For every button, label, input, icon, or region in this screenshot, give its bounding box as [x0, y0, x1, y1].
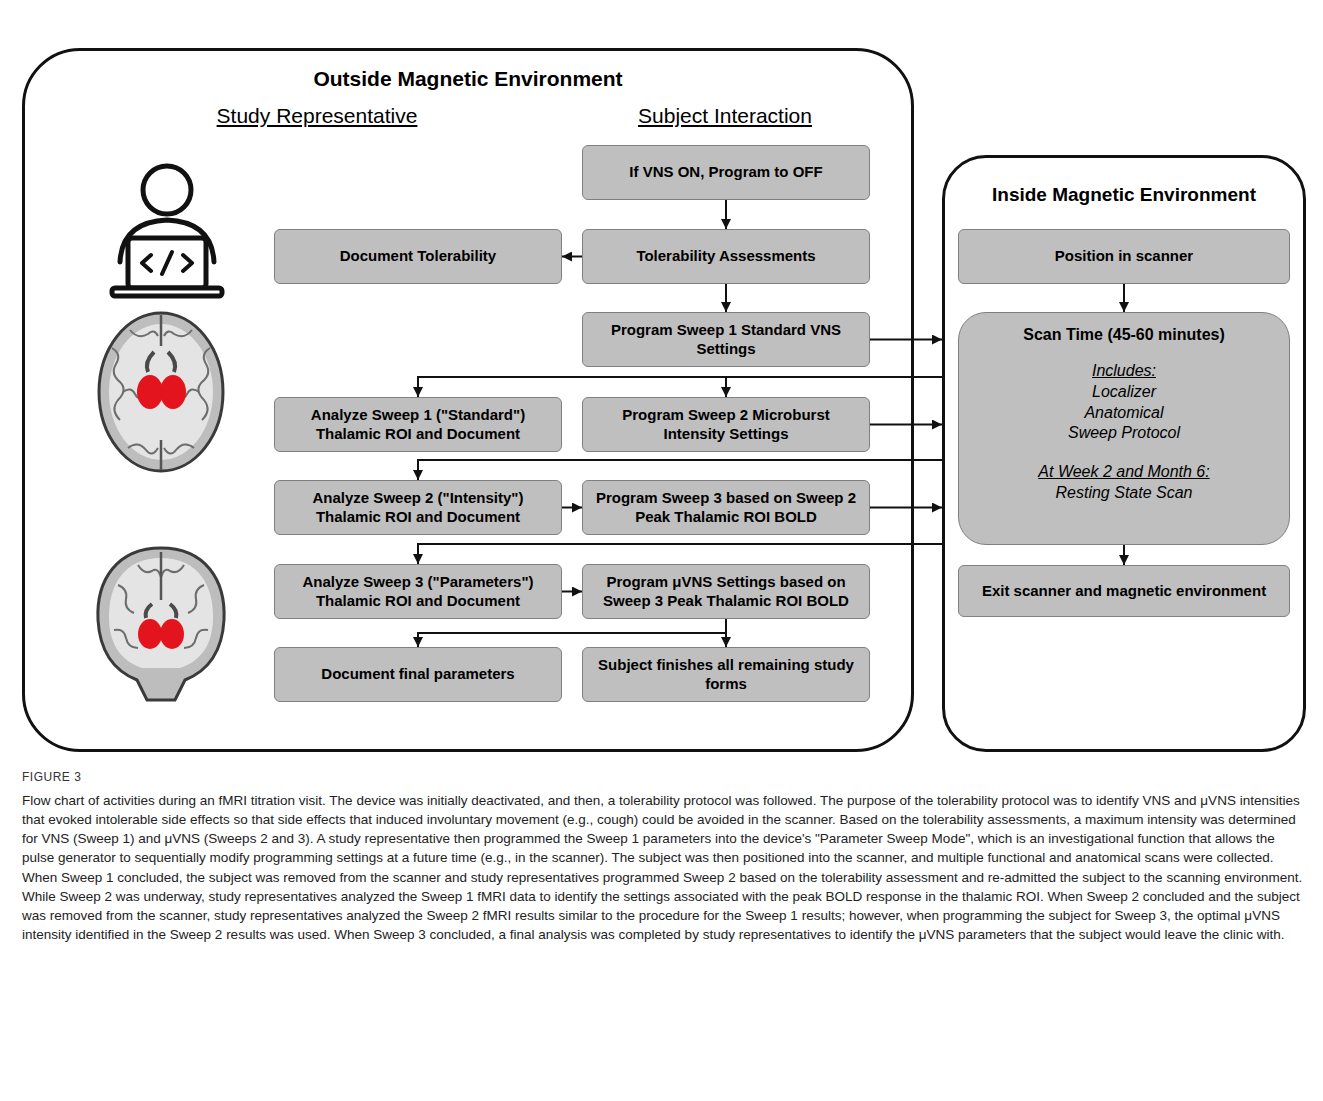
process-box: Analyze Sweep 1 ("Standard") Thalamic RO… [274, 397, 562, 452]
flow-arrow [418, 619, 726, 647]
process-box: Analyze Sweep 2 ("Intensity") Thalamic R… [274, 480, 562, 535]
process-box: Program Sweep 3 based on Sweep 2 Peak Th… [582, 480, 870, 535]
process-box: Exit scanner and magnetic environment [958, 565, 1290, 617]
box-text: At Week 2 and Month 6: [1038, 462, 1209, 483]
flow-arrow [726, 377, 942, 397]
scan-box: Scan Time (45-60 minutes) Includes:Locali… [958, 312, 1290, 545]
box-text: Anatomical [1084, 403, 1163, 424]
person-laptop-icon [112, 166, 222, 296]
box-text: Sweep Protocol [1068, 423, 1180, 444]
flow-arrow [562, 591, 582, 593]
process-box: Document Tolerability [274, 229, 562, 284]
box-text: Document final parameters [321, 665, 514, 684]
brain-coronal-image [98, 548, 224, 700]
flow-arrow [1123, 284, 1125, 312]
process-box: Program Sweep 1 Standard VNS Settings [582, 312, 870, 367]
box-text: Analyze Sweep 3 ("Parameters") Thalamic … [283, 573, 553, 611]
region-title: Outside Magnetic Environment [25, 67, 911, 91]
box-text: Position in scanner [1055, 247, 1193, 266]
flow-arrow [562, 256, 582, 258]
flow-arrow [418, 377, 942, 397]
column-heading: Study Representative [217, 104, 418, 128]
box-text: Analyze Sweep 2 ("Intensity") Thalamic R… [283, 489, 553, 527]
box-text: Program Sweep 1 Standard VNS Settings [591, 321, 861, 359]
flow-arrow [418, 544, 942, 564]
box-text: Scan Time (45-60 minutes) [1023, 325, 1225, 345]
process-box: Position in scanner [958, 229, 1290, 284]
box-text: Subject finishes all remaining study for… [591, 656, 861, 694]
flow-arrow [1123, 545, 1125, 565]
process-box: Program μVNS Settings based on Sweep 3 P… [582, 564, 870, 619]
flow-arrow [870, 424, 942, 426]
process-box: If VNS ON, Program to OFF [582, 145, 870, 200]
figure-caption: Flow chart of activities during an fMRI … [22, 791, 1304, 944]
region-title: Inside Magnetic Environment [945, 184, 1303, 206]
box-text: Document Tolerability [340, 247, 496, 266]
flow-arrow [725, 619, 727, 647]
box-text: Program Sweep 2 Microburst Intensity Set… [591, 406, 861, 444]
flow-arrow [870, 339, 942, 341]
box-text: Program μVNS Settings based on Sweep 3 P… [591, 573, 861, 611]
environment-region: Outside Magnetic Environment If VNS ON, P… [22, 48, 914, 752]
box-text: Includes: [1092, 361, 1156, 382]
flow-arrow [725, 200, 727, 229]
column-heading: Subject Interaction [638, 104, 812, 128]
process-box: Subject finishes all remaining study for… [582, 647, 870, 702]
box-text: Localizer [1092, 382, 1156, 403]
flow-arrow [562, 507, 582, 509]
process-box: Document final parameters [274, 647, 562, 702]
process-box: Tolerability Assessments [582, 229, 870, 284]
flow-arrow [418, 460, 942, 480]
flow-arrow [725, 284, 727, 312]
box-text: Program Sweep 3 based on Sweep 2 Peak Th… [591, 489, 861, 527]
flow-arrow [870, 507, 942, 509]
figure-number: FIGURE 3 [22, 770, 81, 784]
box-text: Analyze Sweep 1 ("Standard") Thalamic RO… [283, 406, 553, 444]
brain-axial-image [99, 313, 223, 471]
environment-region: Inside Magnetic EnvironmentPosition in s… [942, 155, 1306, 752]
box-text: Tolerability Assessments [636, 247, 815, 266]
box-text: Exit scanner and magnetic environment [982, 582, 1266, 601]
process-box: Program Sweep 2 Microburst Intensity Set… [582, 397, 870, 452]
process-box: Analyze Sweep 3 ("Parameters") Thalamic … [274, 564, 562, 619]
box-text: Resting State Scan [1056, 483, 1193, 504]
box-text: If VNS ON, Program to OFF [629, 163, 822, 182]
